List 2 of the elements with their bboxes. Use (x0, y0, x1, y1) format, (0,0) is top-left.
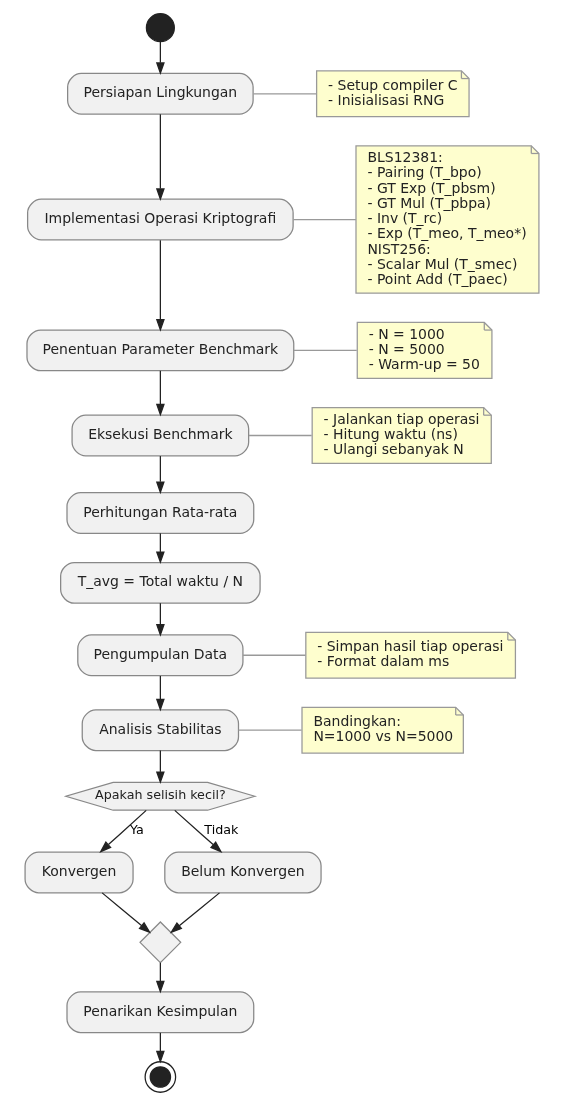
edge-label: Ya (129, 822, 144, 838)
edge-label: Tidak (203, 822, 238, 838)
